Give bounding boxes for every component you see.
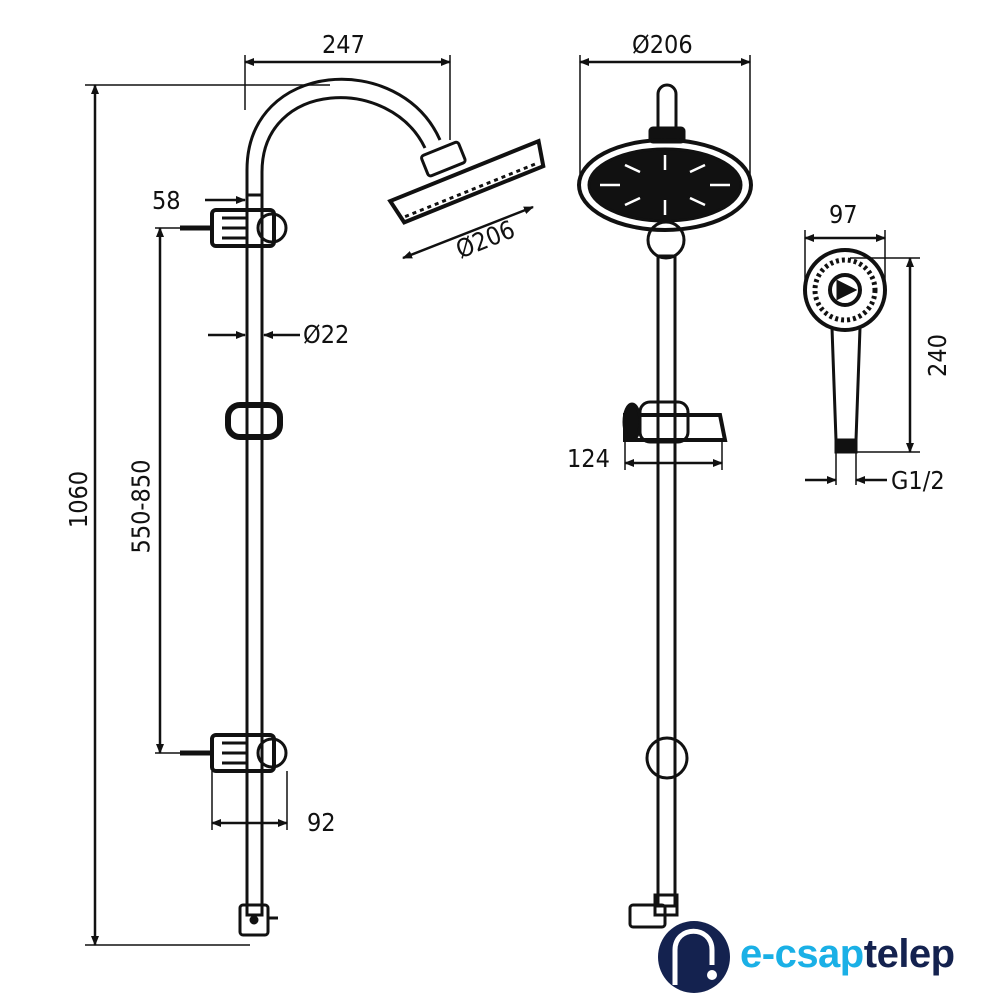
logo-text-part2: telep	[863, 932, 955, 976]
dim-total-height: 1060	[64, 470, 94, 529]
front-view	[577, 83, 753, 929]
diverter-valve	[238, 903, 278, 937]
dim-bracket-spacing: 550-850	[126, 459, 156, 554]
dim-head-diameter-front: Ø206	[632, 30, 693, 59]
overhead-shower-front	[577, 138, 753, 232]
slider	[622, 400, 728, 444]
logo-emblem	[658, 921, 730, 993]
overhead-shower-side	[387, 138, 546, 225]
dim-hand-length: 240	[922, 334, 952, 377]
hand-shower	[803, 248, 887, 454]
pipe-clamp	[225, 402, 283, 440]
shower-arm	[245, 77, 442, 200]
dim-pipe-diameter: Ø22	[303, 320, 350, 349]
side-view	[180, 77, 546, 937]
dimension-lines-right	[579, 55, 751, 470]
brand-logo: e-csaptelep	[740, 932, 955, 977]
dim-connection-thread: G1/2	[891, 466, 945, 495]
dim-hand-diameter: 97	[829, 200, 858, 229]
dim-slider-width: 124	[567, 444, 610, 473]
dim-arm-reach: 247	[322, 30, 365, 59]
riser-pipe-front	[656, 254, 677, 908]
wall-bracket-top	[180, 208, 288, 248]
dimension-lines-hand	[804, 230, 920, 485]
dimension-lines-left	[85, 55, 534, 946]
dim-bracket-depth: 92	[307, 808, 336, 837]
riser-pipe	[245, 193, 264, 917]
dim-wall-offset: 58	[152, 186, 181, 215]
wall-bracket-bottom	[180, 733, 288, 773]
logo-text-part1: e-csap	[740, 932, 864, 976]
